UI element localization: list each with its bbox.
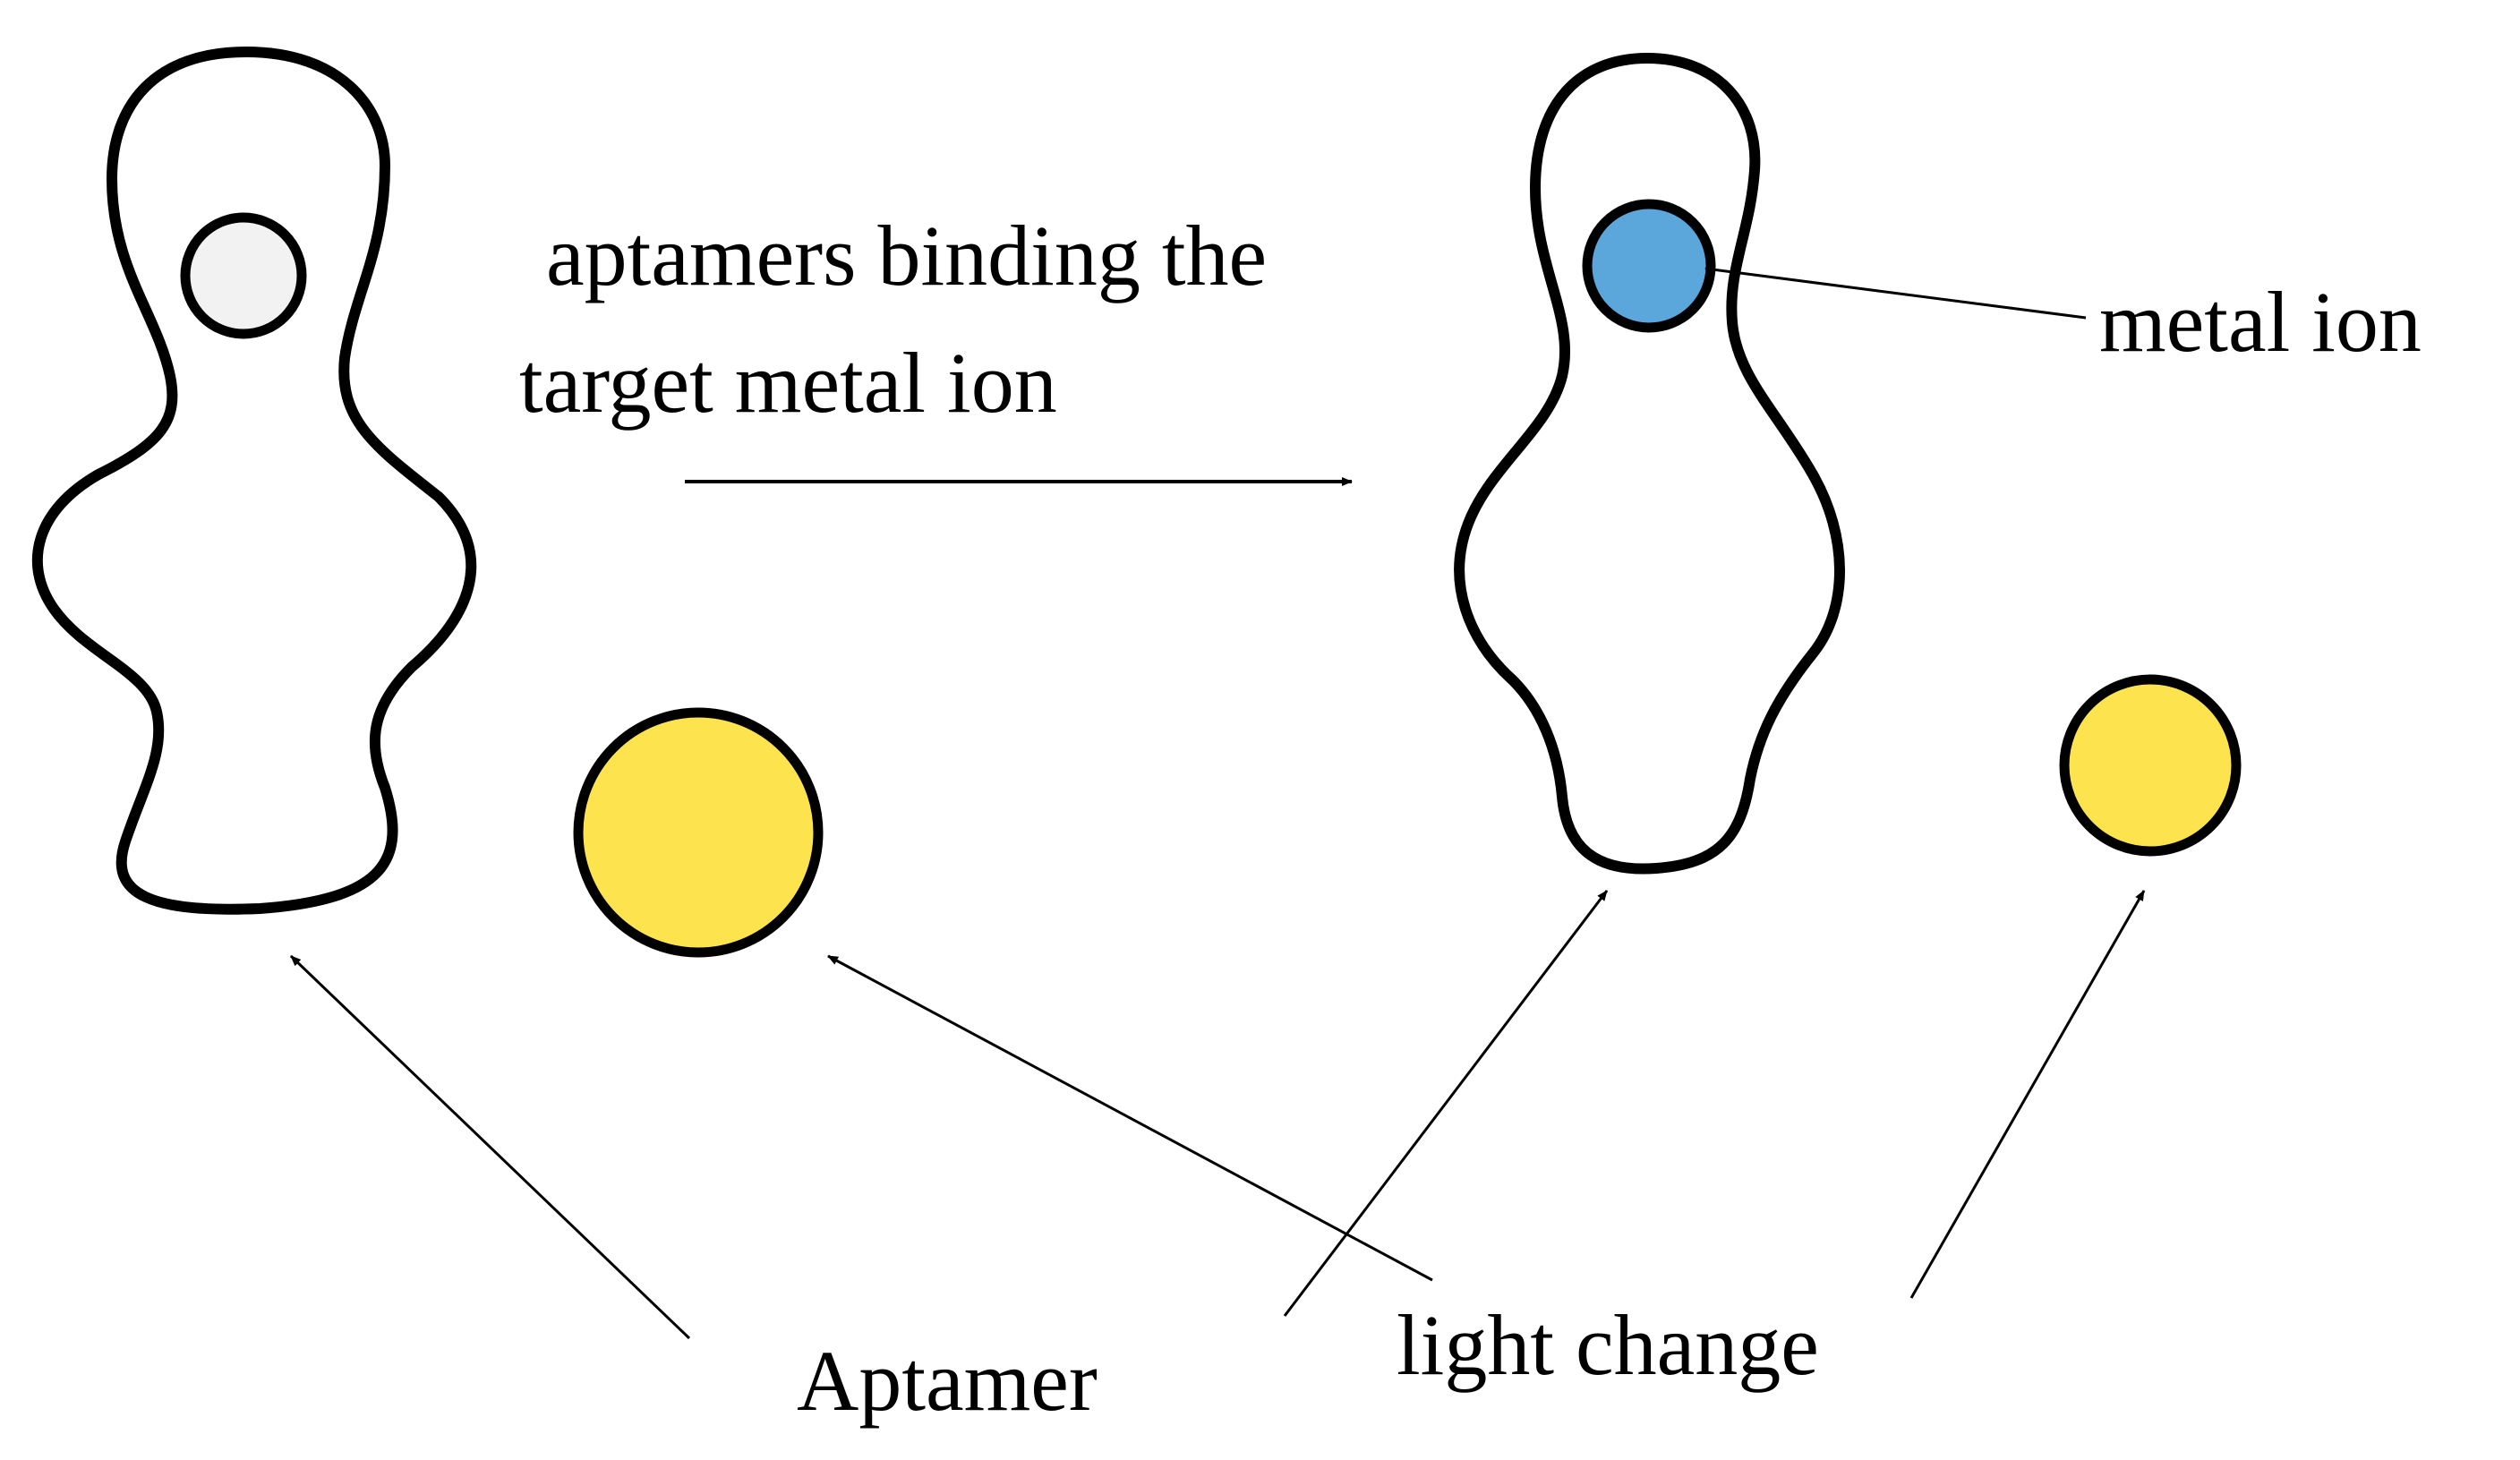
metal-ion-label: metal ion xyxy=(2099,274,2422,370)
metal-ion-bound xyxy=(1582,199,1716,333)
metal-ion-pointer-line xyxy=(1704,265,2087,320)
aptamer-shape-bound xyxy=(1454,53,1845,875)
light-change-pointer-line-aptamer xyxy=(1283,890,1609,1317)
aptamer-pointer-line xyxy=(289,954,691,1340)
process-label-line-2: target metal ion xyxy=(519,335,1057,431)
nanoparticle-large xyxy=(573,707,824,958)
light-change-pointer-line-large xyxy=(827,954,1433,1282)
light-change-label: light change xyxy=(1397,1297,1819,1393)
process-label-line-1: aptamers binding the xyxy=(546,208,1267,303)
aptamer-label: Aptamer xyxy=(797,1333,1098,1429)
empty-binding-site xyxy=(180,212,307,339)
aptamer-shape-unbound xyxy=(31,47,477,915)
light-change-pointer-line-small xyxy=(1909,890,2146,1299)
nanoparticle-small xyxy=(2059,674,2242,857)
